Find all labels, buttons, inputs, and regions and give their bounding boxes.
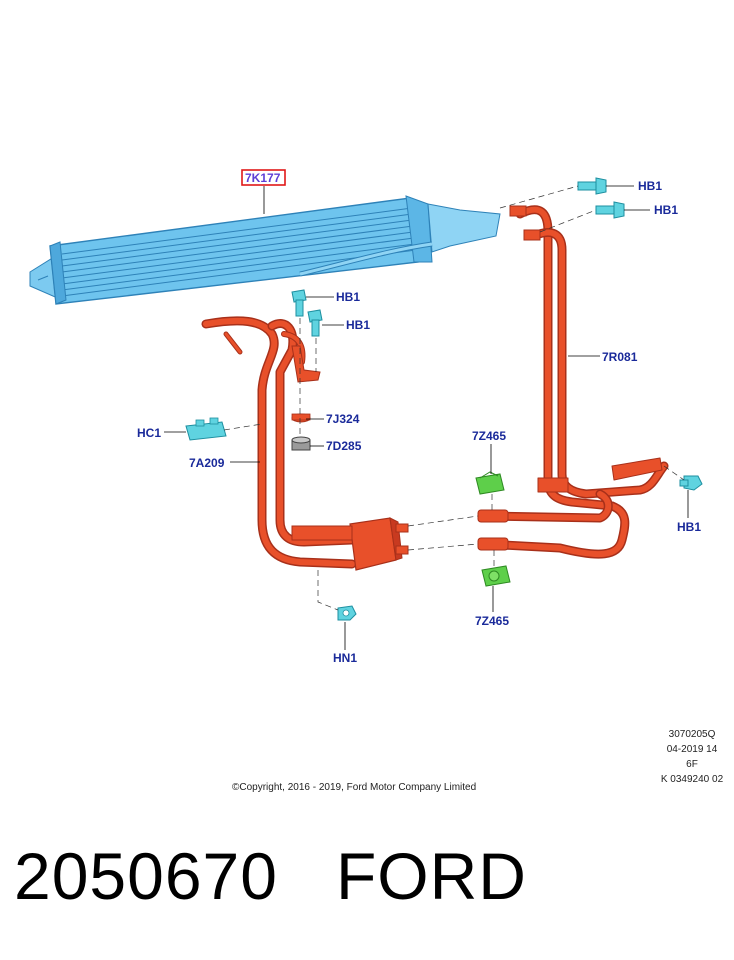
leader-lines <box>164 185 689 650</box>
brand-name: FORD <box>335 839 527 913</box>
highlight-box <box>241 169 286 186</box>
clip-holder <box>185 417 227 441</box>
reference-line-4: K 0349240 02 <box>660 774 724 785</box>
retaining-clip <box>475 471 505 495</box>
callout-cooler[interactable]: 7K177 <box>245 171 281 185</box>
nut-icon <box>337 605 357 621</box>
bolt-icon <box>307 309 323 337</box>
callout-bolt-b[interactable]: HB1 <box>654 203 678 217</box>
callout-clip-upper[interactable]: 7Z465 <box>472 429 506 443</box>
reference-line-1: 3070205Q <box>668 729 716 740</box>
bracket-mount <box>291 345 321 383</box>
callout-clip-lower[interactable]: 7Z465 <box>475 614 509 628</box>
return-tube <box>479 205 669 559</box>
callout-bolt-e[interactable]: HB1 <box>677 520 701 534</box>
callout-labels: 7K177 HB1 HB1 HB1 HB1 7R081 7J324 7D285 … <box>137 169 701 665</box>
illustration-reference: 3070205Q 04-2019 14 6F K 0349240 02 <box>650 727 734 787</box>
supply-tube <box>201 316 357 569</box>
bolt-icon <box>595 201 625 219</box>
assembly-lines <box>223 185 685 611</box>
callout-bolt-a[interactable]: HB1 <box>638 179 662 193</box>
transmission-cooler <box>29 195 501 305</box>
callout-bolt-d[interactable]: HB1 <box>346 318 370 332</box>
grommet <box>291 436 311 451</box>
bolt-icon <box>577 177 607 195</box>
reference-line-2: 04-2019 14 <box>666 744 718 755</box>
bolt-icon <box>679 475 703 491</box>
bolt-icon <box>291 289 307 317</box>
seal-ring <box>291 413 311 423</box>
callout-seal[interactable]: 7J324 <box>326 412 360 426</box>
callout-bolt-c[interactable]: HB1 <box>336 290 360 304</box>
part-number-heading: 2050670 FORD <box>14 838 527 914</box>
callout-supply-tube[interactable]: 7A209 <box>189 456 225 470</box>
callout-return-tube[interactable]: 7R081 <box>602 350 638 364</box>
callout-grommet[interactable]: 7D285 <box>326 439 362 453</box>
retaining-clip <box>481 565 511 587</box>
part-number: 2050670 <box>14 839 278 913</box>
cooler-tube-fittings <box>509 205 541 241</box>
callout-clip-holder[interactable]: HC1 <box>137 426 161 440</box>
copyright-notice: ©Copyright, 2016 - 2019, Ford Motor Comp… <box>232 782 477 793</box>
reference-line-3: 6F <box>686 759 698 770</box>
callout-nut[interactable]: HN1 <box>333 651 357 665</box>
thermostat-valve-block <box>291 517 409 571</box>
tube-connector-ends <box>477 509 509 551</box>
